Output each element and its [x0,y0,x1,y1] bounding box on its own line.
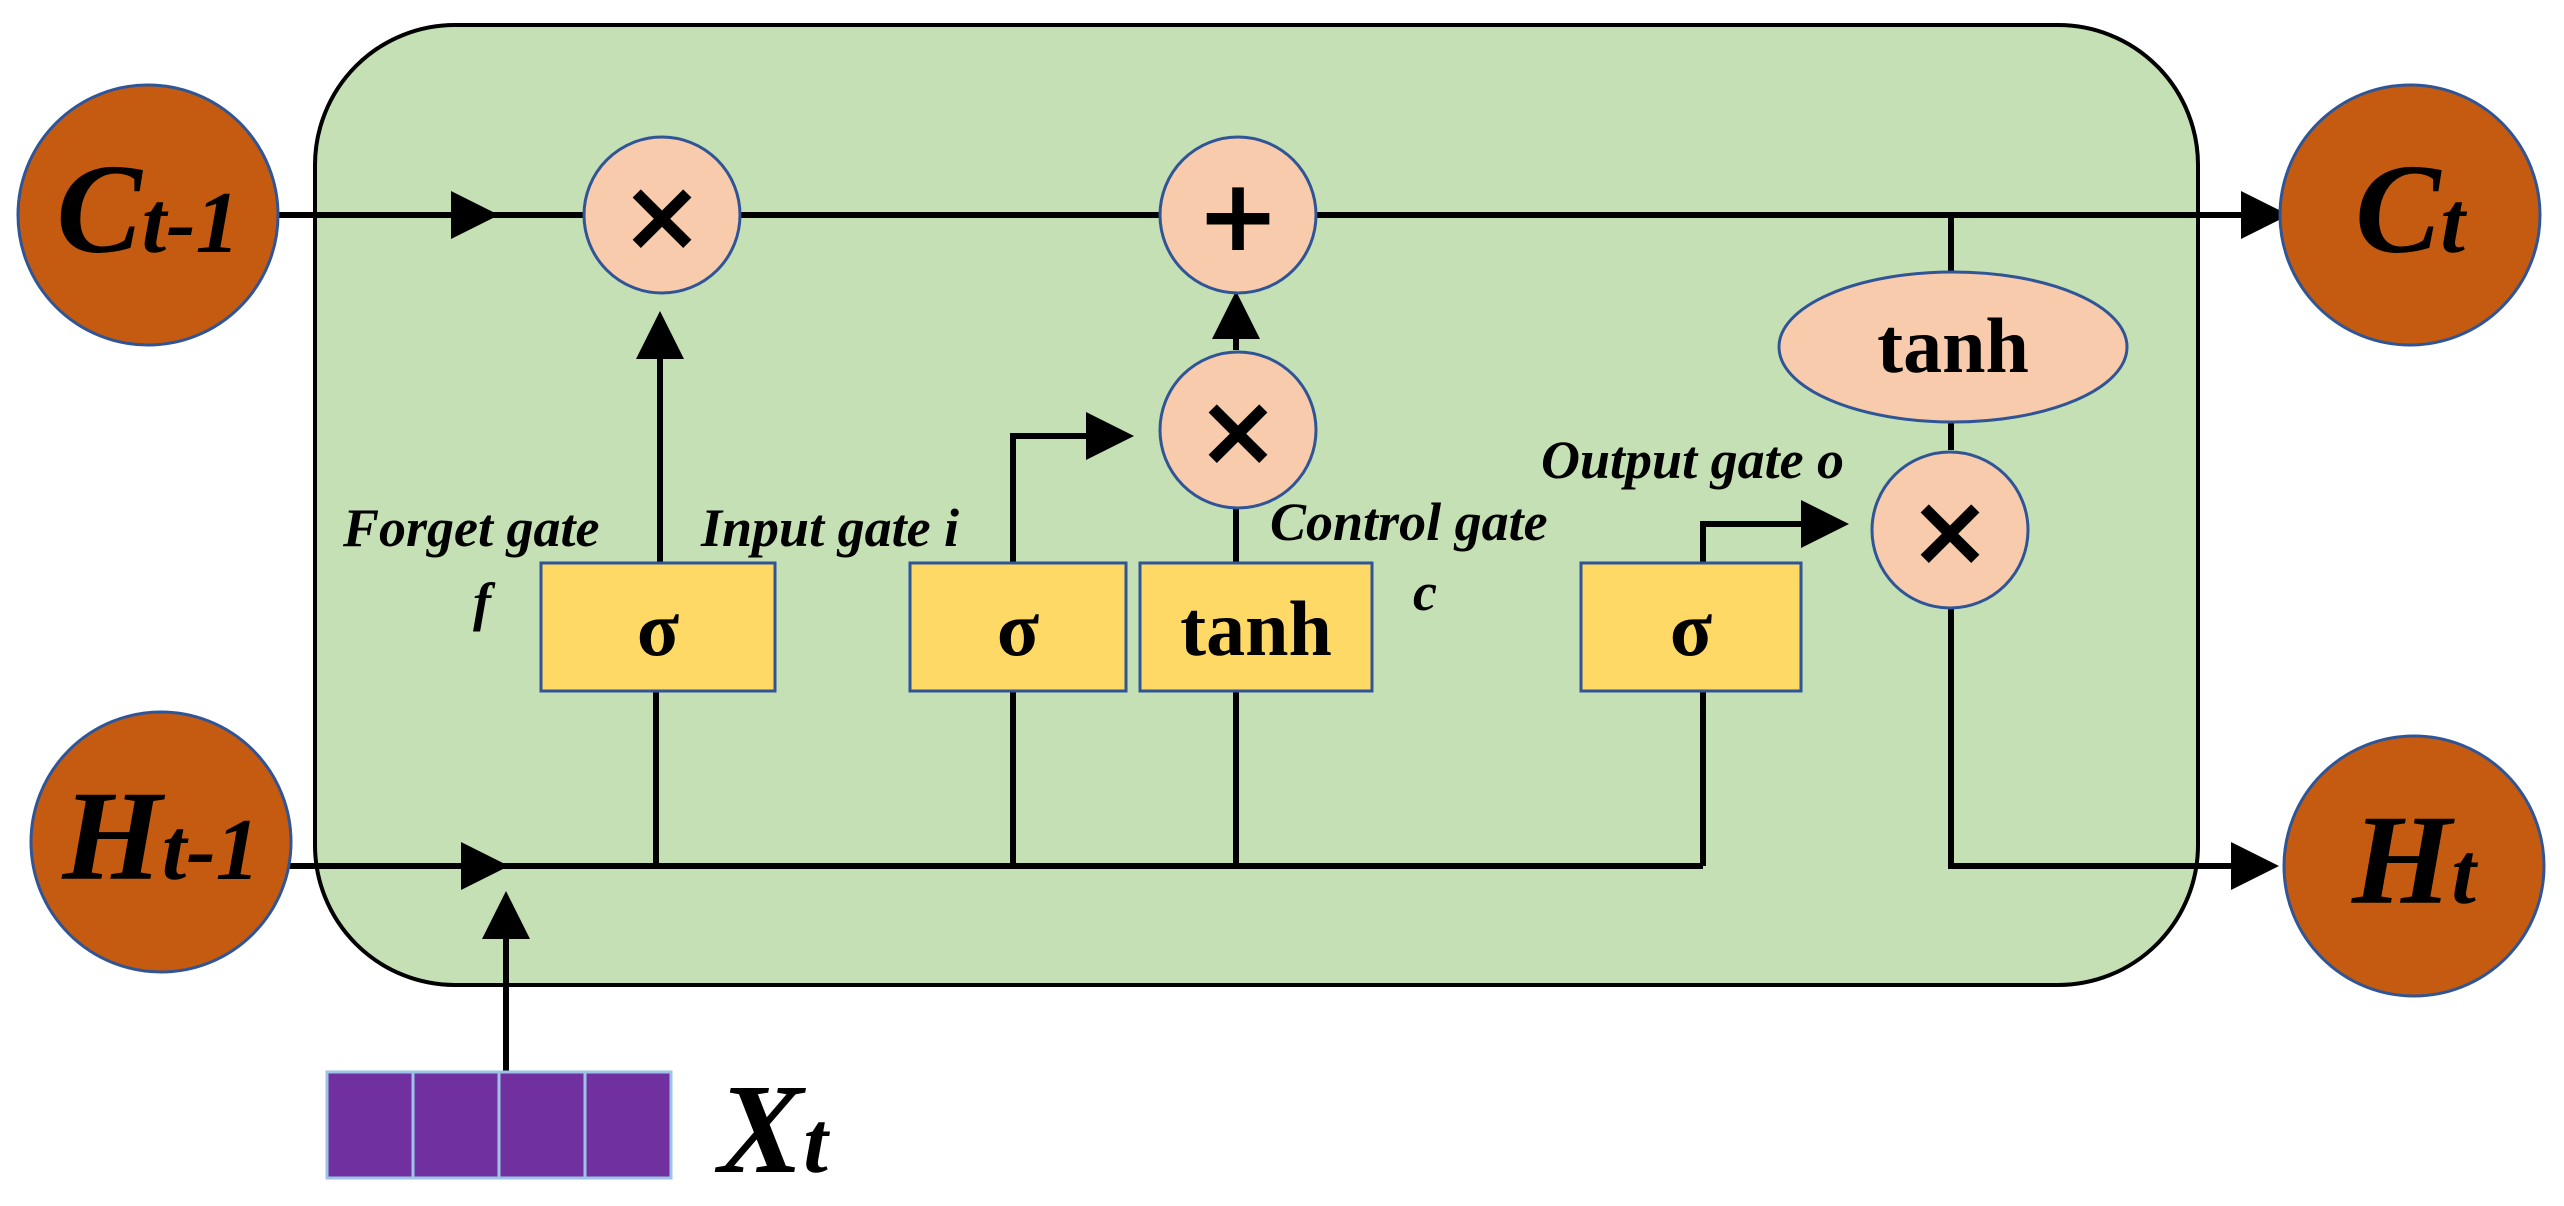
h-prev-label: Ht-1 [61,765,259,907]
cell-tanh-label: tanh [1877,302,2029,389]
forget-gate-symbol-label: f [473,572,496,632]
h-prev-node: Ht-1 [29,710,293,974]
cell-tanh-node: tanh [1777,270,2129,424]
forget-gate-label: Forget gate [342,498,599,558]
h-next-node: Ht [2282,734,2546,998]
sigma-icon: σ [997,585,1039,672]
output-multiply-node: × [1870,450,2030,610]
forget-gate-box: σ [539,561,777,693]
x-vector-cell [583,1070,673,1180]
forget-multiply-node: × [582,135,742,295]
input-gate-label: Input gate i [700,498,959,558]
c-next-node: Ct [2278,83,2542,347]
output-gate-label: Output gate o [1541,430,1844,490]
x-vector-cell [497,1070,587,1180]
sigma-icon: σ [1670,585,1712,672]
control-gate-label: Control gate [1270,492,1548,552]
output-to-mul [1700,500,1849,562]
plus-icon: + [1196,157,1280,274]
control-tanh-label: tanh [1180,585,1332,672]
c-prev-label: Ct-1 [56,138,239,280]
output-gate-box: σ [1579,561,1803,693]
c-next-label: Ct [2355,138,2467,280]
multiply-icon: × [620,157,704,274]
add-node: + [1158,135,1318,295]
control-gate-symbol-label: c [1413,562,1437,622]
input-to-mul [1010,412,1134,562]
x-vector-cell [325,1070,415,1180]
input-gate-box: σ [908,561,1128,693]
output-mul-to-hidden [1948,608,2279,890]
input-multiply-node: × [1158,350,1318,510]
control-gate-box: tanh [1138,561,1374,693]
x-input-label: Xt [714,1058,830,1200]
multiply-icon: × [1196,372,1280,489]
x-vector-cell [411,1070,501,1180]
sigma-icon: σ [637,585,679,672]
multiply-icon: × [1908,472,1992,589]
x-input-vector [325,1070,673,1180]
h-next-label: Ht [2351,789,2479,931]
c-prev-node: Ct-1 [16,83,280,347]
